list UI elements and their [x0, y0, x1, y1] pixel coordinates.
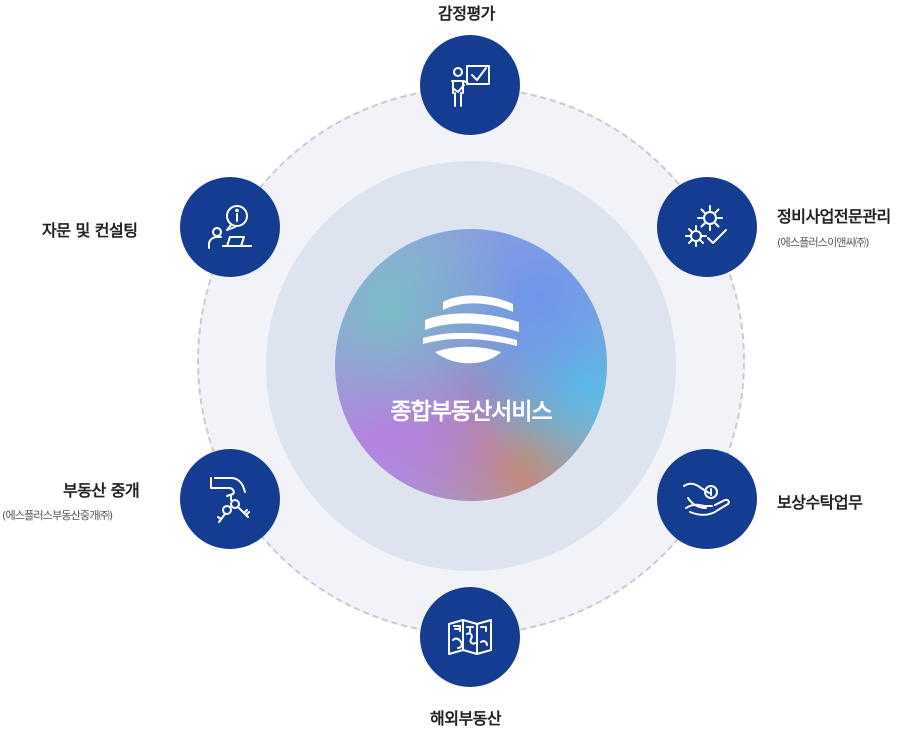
- maintenance-sub: (에스플러스이앤씨㈜): [777, 236, 870, 249]
- wave-globe-logo: [423, 295, 519, 364]
- center-title: 종합부동산서비스: [390, 399, 552, 425]
- consulting-label: 자문 및 컨설팅: [42, 221, 138, 240]
- center-circle: 종합부동산서비스: [335, 229, 607, 501]
- compensation-label: 보상수탁업무: [777, 493, 863, 512]
- world-map-icon: [448, 619, 492, 655]
- compensation-node[interactable]: [657, 449, 757, 549]
- consultant-info-icon: [208, 205, 252, 249]
- maintenance-node[interactable]: [657, 177, 757, 277]
- brokerage-node[interactable]: [180, 449, 280, 549]
- gears-check-icon: [685, 205, 727, 247]
- overseas-label: 해외부동산: [430, 709, 502, 728]
- hand-coin-icon: [683, 482, 730, 516]
- maintenance-label: 정비사업전문관리: [777, 207, 891, 226]
- presenter-check-icon: [451, 65, 490, 107]
- consulting-node[interactable]: [180, 177, 280, 277]
- brokerage-sub: (에스플러스부동산중개㈜): [2, 509, 113, 522]
- brokerage-label: 부동산 중개: [63, 481, 140, 500]
- appraisal-node[interactable]: [420, 35, 520, 135]
- overseas-node[interactable]: [420, 587, 520, 687]
- hand-keys-icon: [210, 477, 250, 523]
- appraisal-label: 감정평가: [438, 4, 495, 23]
